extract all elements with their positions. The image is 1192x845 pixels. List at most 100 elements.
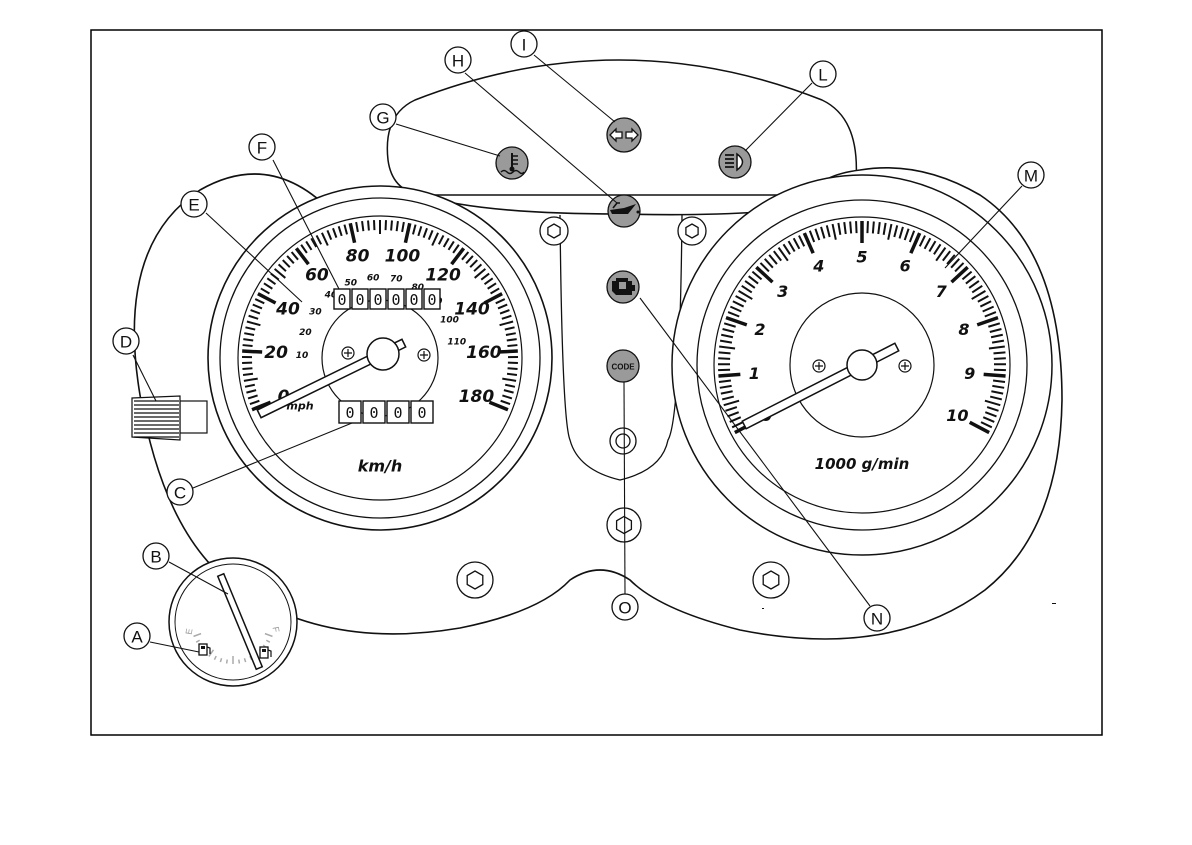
tacho-label: 6 [900, 257, 911, 276]
callout-d: D [113, 328, 139, 354]
speedo-tick [508, 368, 518, 369]
speedo-kmh-label: 80 [346, 246, 370, 266]
speedo-tick [507, 345, 517, 346]
callout-letter: B [150, 548, 161, 567]
speedo-tick [362, 221, 363, 231]
callout-letter: O [618, 599, 631, 618]
tacho-label: 7 [936, 282, 948, 301]
callout-e: E [181, 191, 207, 217]
speedo-kmh-label: 160 [466, 343, 502, 363]
speedo-kmh-label: 180 [459, 387, 495, 407]
callout-a: A [124, 623, 150, 649]
callout-n: N [864, 605, 890, 631]
tacho-label: 1 [749, 364, 760, 383]
tacho-tick [873, 221, 874, 233]
callout-h: H [445, 47, 471, 73]
speedo-tick [397, 221, 398, 231]
trip-reset-knob [132, 396, 207, 440]
center-round-fitting [610, 428, 636, 454]
high-beam-light [719, 146, 751, 178]
callout-l: L [810, 61, 836, 87]
hex-bolt [457, 562, 493, 598]
speedo-tick [243, 345, 253, 346]
tacho-tick [719, 352, 731, 353]
callout-letter: I [522, 36, 527, 55]
speedo-kmh-label: 20 [264, 343, 288, 363]
fuel-tick [227, 660, 228, 664]
odometer-digit: 0 [373, 291, 382, 309]
speedo-kmh-label: 100 [385, 246, 421, 266]
trip-digit: 0 [369, 404, 378, 422]
trip-digit: 0 [393, 404, 402, 422]
callout-b: B [143, 543, 169, 569]
speedo-unit-label: km/h [358, 457, 403, 476]
tacho-tick [993, 352, 1005, 353]
odometer-digit: 0 [355, 291, 364, 309]
fuel-tick [239, 660, 240, 664]
callout-f: F [249, 134, 275, 160]
code-light: CODE [607, 350, 639, 382]
tacho-tick [718, 374, 740, 376]
speedo-tick [507, 339, 517, 340]
tacho-needle-pivot [847, 350, 877, 380]
speedo-kmh-label: 60 [305, 265, 329, 285]
callout-o: O [612, 594, 638, 620]
coolant-temperature-light [496, 147, 528, 179]
speedo-mph-label: 30 [309, 307, 322, 317]
speedo-mph-label: 110 [447, 337, 466, 347]
speedo-mph-label: 60 [367, 273, 380, 283]
callout-letter: N [871, 610, 883, 629]
speedo-tick [242, 368, 252, 369]
tacho-tick [850, 221, 851, 233]
callout-g: G [370, 104, 396, 130]
speedo-mph-label: 70 [390, 275, 403, 285]
engine-check-light [607, 271, 639, 303]
tacho-label: 2 [754, 320, 765, 339]
speedometer: 020406080100120140160180 102030405060708… [208, 186, 552, 530]
tacho-unit-label: 1000 g/min [815, 455, 910, 473]
tacho-tick [718, 358, 730, 359]
callout-letter: H [452, 52, 464, 71]
speedo-tick [243, 339, 253, 340]
trip-digit: 0 [417, 404, 426, 422]
callout-m: M [1018, 162, 1044, 188]
speedo-tick [242, 351, 262, 352]
turn-signal-light [607, 118, 641, 152]
callout-letter: F [257, 139, 267, 158]
hex-bolt [607, 508, 641, 542]
tacho-label: 3 [777, 282, 788, 301]
speedo-tick [391, 221, 392, 231]
speedo-needle-pivot [367, 338, 399, 370]
odometer-digit: 0 [409, 291, 418, 309]
speedo-mph-label: 100 [440, 316, 459, 326]
speedo-kmh-label: 120 [425, 265, 461, 285]
tacho-tick [719, 381, 731, 382]
callout-i: I [511, 31, 537, 57]
hex-bolt [540, 217, 568, 245]
callout-letter: G [376, 109, 389, 128]
tachometer: 012345678910 1000 g/min [672, 175, 1052, 555]
fuel-gauge: E F [169, 558, 297, 686]
speedo-mph-label: 20 [299, 328, 312, 338]
callout-letter: M [1024, 167, 1038, 186]
speedo-kmh-label: 40 [275, 300, 300, 320]
tacho-tick [993, 381, 1005, 382]
tacho-label: 9 [964, 364, 975, 383]
callout-letter: D [120, 333, 132, 352]
stray-mark [762, 608, 764, 609]
tacho-tick [994, 358, 1006, 359]
speedo-tick [507, 374, 517, 375]
odometer-digit: 0 [427, 291, 436, 309]
callout-letter: E [188, 196, 199, 215]
speedo-tick [368, 221, 369, 231]
tacho-tick [984, 374, 1006, 376]
odometer-digit: 0 [337, 291, 346, 309]
callout-letter: A [131, 628, 143, 647]
speedo-kmh-label: 140 [454, 300, 490, 320]
speedo-mph-label: 10 [296, 351, 309, 361]
hex-bolt [678, 217, 706, 245]
tacho-label: 10 [946, 406, 968, 425]
speedo-tick [243, 374, 253, 375]
callout-letter: C [174, 484, 186, 503]
